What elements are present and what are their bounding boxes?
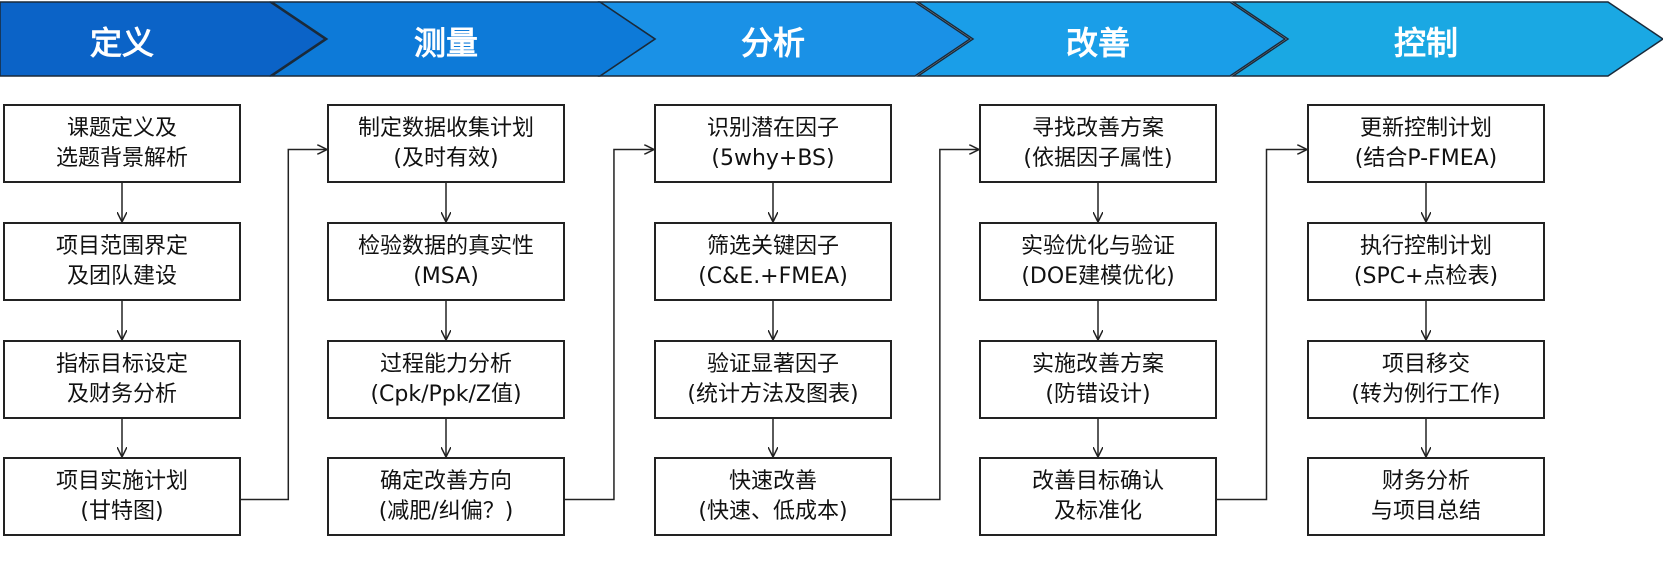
step-text-line: 识别潜在因子 <box>706 115 839 141</box>
step-text-line: (SPC+点检表) <box>1353 263 1499 289</box>
process-step-box: 课题定义及选题背景解析 <box>3 104 241 183</box>
process-step-box: 识别潜在因子 (5why+BS) <box>654 104 892 183</box>
step-text-line: 及团队建设 <box>66 263 177 289</box>
step-text-line: (减肥/纠偏？) <box>378 498 514 524</box>
step-text-line: 与项目总结 <box>1370 498 1481 524</box>
step-text-line: 过程能力分析 <box>379 351 512 377</box>
step-text-line: 项目范围界定 <box>55 233 188 259</box>
phase-link-arrow <box>565 150 653 501</box>
process-step-box: 过程能力分析 (Cpk/Ppk/Z值) <box>327 340 565 419</box>
process-step-box: 更新控制计划 (结合P-FMEA) <box>1307 104 1545 183</box>
step-text-line: 更新控制计划 <box>1359 115 1492 141</box>
step-text-line: (快速、低成本) <box>698 498 848 524</box>
step-text-line: 及财务分析 <box>66 381 177 407</box>
phase-chevron-bar <box>0 1 1663 77</box>
step-text-line: 筛选关键因子 <box>706 233 839 259</box>
phase-label: 分析 <box>740 24 805 62</box>
step-text-line: 快速改善 <box>728 468 817 494</box>
process-step-box: 项目移交 (转为例行工作) <box>1307 340 1545 419</box>
process-step-box: 确定改善方向 (减肥/纠偏？) <box>327 457 565 536</box>
process-step-box: 快速改善 (快速、低成本) <box>654 457 892 536</box>
step-text-line: (防错设计) <box>1045 381 1151 407</box>
process-step-box: 制定数据收集计划 (及时有效) <box>327 104 565 183</box>
step-text-line: (依据因子属性) <box>1023 145 1173 171</box>
phase-link-arrow <box>241 150 326 501</box>
phase-chevron <box>915 1 1287 77</box>
step-text-line: 改善目标确认 <box>1031 468 1164 494</box>
step-text-line: (结合P-FMEA) <box>1354 145 1498 171</box>
process-step-box: 实施改善方案 (防错设计) <box>979 340 1217 419</box>
process-step-box: 检验数据的真实性 (MSA) <box>327 222 565 301</box>
phase-label: 改善 <box>1065 24 1130 62</box>
phase-label: 测量 <box>413 24 478 62</box>
process-step-box: 项目范围界定及团队建设 <box>3 222 241 301</box>
step-text-line: 实验优化与验证 <box>1020 233 1175 259</box>
process-step-box: 指标目标设定及财务分析 <box>3 340 241 419</box>
step-text-line: (转为例行工作) <box>1351 381 1501 407</box>
phase-label: 定义 <box>89 24 154 62</box>
step-text-line: 项目移交 <box>1381 351 1470 377</box>
step-text-line: 指标目标设定 <box>55 351 188 377</box>
step-text-line: (Cpk/Ppk/Z值) <box>370 381 522 407</box>
phase-label: 控制 <box>1393 24 1458 62</box>
step-text-line: (5why+BS) <box>711 145 835 171</box>
step-text-line: 及标准化 <box>1053 498 1142 524</box>
process-step-box: 财务分析与项目总结 <box>1307 457 1545 536</box>
step-text-line: 课题定义及 <box>66 115 177 141</box>
step-text-line: 寻找改善方案 <box>1031 115 1164 141</box>
process-step-box: 筛选关键因子 (C&E.+FMEA) <box>654 222 892 301</box>
process-step-box: 项目实施计划 (甘特图) <box>3 457 241 536</box>
step-text-line: 验证显著因子 <box>706 351 839 377</box>
step-text-line: 实施改善方案 <box>1031 351 1164 377</box>
phase-link-arrow <box>1217 150 1306 501</box>
step-text-line: 选题背景解析 <box>55 145 188 171</box>
process-step-box: 执行控制计划 (SPC+点检表) <box>1307 222 1545 301</box>
step-text-line: 确定改善方向 <box>379 468 512 494</box>
step-text-line: (甘特图) <box>80 498 164 524</box>
process-step-box: 验证显著因子 (统计方法及图表) <box>654 340 892 419</box>
phase-chevron <box>0 1 327 77</box>
process-step-box: 实验优化与验证 (DOE建模优化) <box>979 222 1217 301</box>
step-text-line: 制定数据收集计划 <box>357 115 534 141</box>
process-step-box: 寻找改善方案 (依据因子属性) <box>979 104 1217 183</box>
step-text-line: (MSA) <box>413 263 479 289</box>
phase-chevron <box>1230 1 1663 77</box>
phase-link-arrow <box>892 150 978 501</box>
step-text-line: (DOE建模优化) <box>1021 263 1175 289</box>
step-text-line: 执行控制计划 <box>1359 233 1492 259</box>
phase-chevron <box>269 1 657 77</box>
step-text-line: (C&E.+FMEA) <box>698 263 848 289</box>
step-text-line: 财务分析 <box>1381 468 1470 494</box>
step-text-line: (统计方法及图表) <box>687 381 859 407</box>
step-text-line: 项目实施计划 <box>55 468 188 494</box>
step-text-line: 检验数据的真实性 <box>357 233 534 259</box>
process-step-box: 改善目标确认及标准化 <box>979 457 1217 536</box>
step-text-line: (及时有效) <box>393 145 499 171</box>
